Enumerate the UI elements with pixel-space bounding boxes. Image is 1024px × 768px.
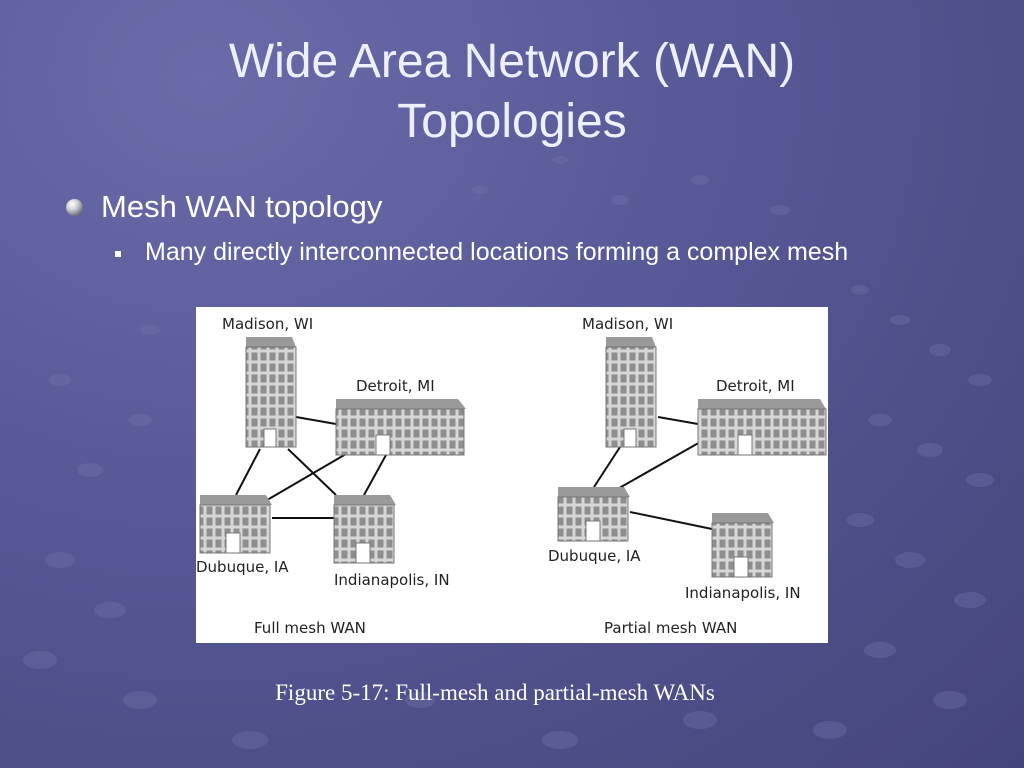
link-detroit-indianapolis [363,454,387,496]
partial-mesh-links [593,416,713,530]
building-detroit-icon [335,399,466,456]
full-mesh-links [235,416,387,519]
full-mesh-caption: Full mesh WAN [254,619,366,637]
bullet-item: Mesh WAN topology [66,187,382,227]
link-dubuque-indianapolis [629,511,713,530]
figure-caption: Figure 5-17: Full-mesh and partial-mesh … [275,680,715,705]
site-label-dubuque: Dubuque, IA [548,547,641,565]
link-madison-dubuque [235,448,261,496]
building-detroit-icon [697,399,827,456]
building-indianapolis-icon [711,513,774,578]
title-line-1: Wide Area Network (WAN) [228,35,796,88]
title-line-2: Topologies [397,95,627,148]
site-label-dubuque: Dubuque, IA [196,558,289,576]
sub-bullet-text: Many directly interconnected locations f… [145,238,849,266]
mesh-diagram: Madison, WI Detroit, MI Dubuque, IA Indi… [196,315,827,637]
link-detroit-dubuque [261,446,359,504]
bullet-text: Mesh WAN topology [101,189,383,224]
partial-mesh-caption: Partial mesh WAN [604,619,737,637]
building-madison-icon [605,337,657,448]
building-madison-icon [245,337,297,448]
site-label-indianapolis: Indianapolis, IN [685,584,801,602]
link-detroit-dubuque [613,440,703,492]
link-madison-indianapolis [287,448,337,496]
site-label-madison: Madison, WI [222,315,313,333]
building-dubuque-icon [557,487,630,542]
square-bullet-icon [115,250,121,257]
building-indianapolis-icon [333,495,396,564]
sub-bullet-item: Many directly interconnected locations f… [115,236,848,268]
link-madison-dubuque [593,446,621,488]
site-label-madison: Madison, WI [582,315,673,333]
link-madison-detroit [657,416,699,425]
building-dubuque-icon [199,495,272,554]
slide-title: Wide Area Network (WAN) Topologies [0,32,1024,152]
link-madison-detroit [295,416,337,425]
site-label-indianapolis: Indianapolis, IN [334,571,450,589]
sphere-bullet-icon [66,198,83,216]
site-label-detroit: Detroit, MI [356,377,435,395]
mesh-wan-figure: Madison, WI Detroit, MI Dubuque, IA Indi… [196,307,828,643]
site-label-detroit: Detroit, MI [716,377,795,395]
